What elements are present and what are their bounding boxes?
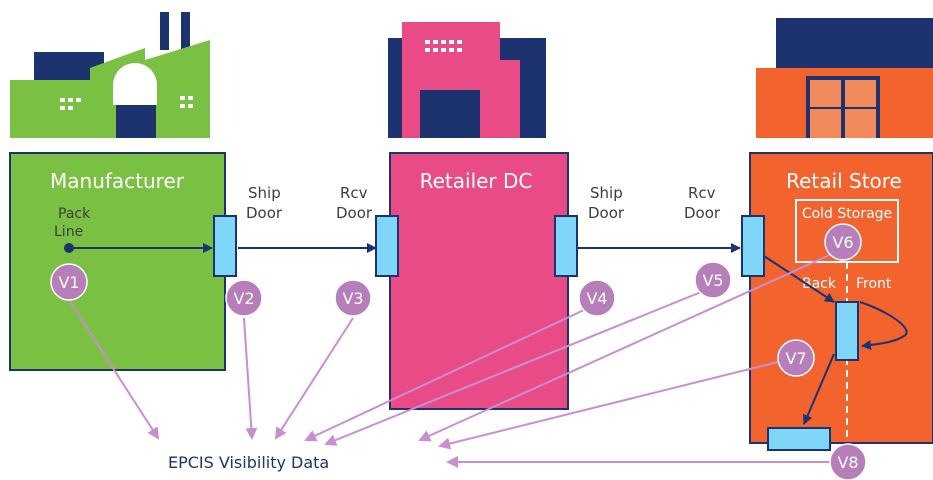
manufacturer-title: Manufacturer (50, 169, 185, 193)
v5-label: V5 (702, 271, 723, 290)
distribution-center-icon (388, 22, 546, 138)
v1-badge: V1 (50, 263, 88, 301)
retail-store-panel (749, 152, 933, 444)
epcis-label: EPCIS Visibility Data (168, 453, 329, 472)
ship-door-1-line2: Door (246, 204, 283, 222)
v6-label: V6 (832, 233, 853, 252)
v7-badge: V7 (777, 339, 815, 377)
rcv-door-2-line1: Rcv (688, 184, 716, 202)
dc-windows (425, 40, 462, 52)
chimney-left (160, 12, 169, 50)
v3-badge: V3 (334, 279, 372, 317)
v2-label: V2 (233, 289, 254, 308)
v7-label: V7 (785, 349, 806, 368)
rcv-door-1-reader (375, 215, 399, 277)
pack-label: Pack (58, 206, 91, 222)
v5-badge: V5 (694, 261, 732, 299)
rcv-door-2-reader (741, 215, 765, 277)
v2-badge: V2 (225, 279, 263, 317)
visibility-data-arrows (68, 253, 833, 468)
factory-windows-right (180, 96, 193, 108)
ship-door-1-reader (213, 215, 237, 277)
reader-devices (213, 215, 859, 451)
retailer-dc-title: Retailer DC (420, 169, 533, 193)
v8-label: V8 (837, 453, 858, 472)
front-label: Front (856, 276, 892, 292)
manufacturer-panel (9, 152, 226, 371)
line-label: Line (54, 224, 83, 240)
ship-door-2-line1: Ship (590, 184, 623, 202)
visibility-badges: V1 V2 V3 V4 V5 V6 V7 V8 (50, 223, 867, 480)
v8-badge: V8 (829, 443, 867, 480)
pack-line-dot (64, 243, 74, 253)
v3-label: V3 (342, 289, 363, 308)
ship-door-1-line1: Ship (248, 184, 281, 202)
chimney-right (181, 12, 190, 50)
v1-label: V1 (58, 273, 79, 292)
v4-label: V4 (586, 289, 607, 308)
factory-door (116, 105, 156, 138)
rcv-door-2-line2: Door (684, 204, 721, 222)
factory-arch-window (113, 63, 157, 105)
store-icon (756, 18, 933, 138)
factory-icon (10, 12, 210, 138)
rcv-door-1-line2: Door (336, 204, 373, 222)
front-reader (835, 301, 859, 361)
back-label: Back (802, 276, 837, 292)
rcv-door-1-line1: Rcv (340, 184, 368, 202)
factory-windows-left (60, 98, 81, 110)
retailer-dc-panel (389, 152, 569, 410)
ship-door-2-reader (554, 215, 578, 277)
v4-badge: V4 (578, 279, 616, 317)
v6-badge: V6 (824, 223, 862, 261)
product-flow-arrows (74, 243, 908, 425)
cold-storage-label: Cold Storage (802, 206, 892, 222)
dc-glass (420, 90, 480, 138)
ship-door-2-line2: Door (588, 204, 625, 222)
factory-body (10, 40, 210, 138)
pos-reader (767, 427, 831, 451)
retail-store-title: Retail Store (786, 169, 902, 193)
